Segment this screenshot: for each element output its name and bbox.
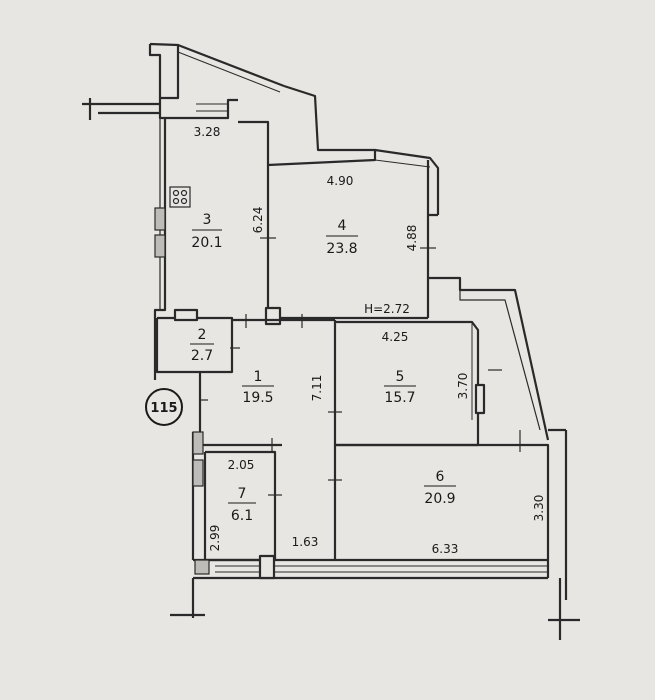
room-1-area: 19.5 xyxy=(242,390,273,406)
room-2-vent xyxy=(173,308,199,322)
dim-r7-length: 2.99 xyxy=(208,525,222,552)
room-5-window xyxy=(474,383,486,415)
room-4-number: 4 xyxy=(338,218,347,234)
room-2-number: 2 xyxy=(198,327,207,343)
dim-r4-length: 4.88 xyxy=(405,225,419,252)
meter-box xyxy=(194,559,210,575)
room-7-area: 6.1 xyxy=(231,508,253,524)
room-6-number: 6 xyxy=(436,469,445,485)
room-3-top-wall xyxy=(158,98,238,120)
dim-r3-width: 3.28 xyxy=(194,125,221,139)
dim-r5-length: 3.70 xyxy=(456,373,470,400)
dimension-ticks xyxy=(200,237,521,496)
balcony-diagonal-wall xyxy=(177,43,285,88)
dim-ceiling-height: H=2.72 xyxy=(364,302,410,316)
room-2-walls xyxy=(155,316,234,374)
room-1-number: 1 xyxy=(254,369,263,385)
dim-r5-width: 4.25 xyxy=(382,330,409,344)
dimension-labels: 3.28 6.24 4.90 4.88 H=2.72 4.25 3.70 7.1… xyxy=(194,125,546,556)
room-5-number: 5 xyxy=(396,369,405,385)
dim-corridor-width: 1.63 xyxy=(292,535,319,549)
room-5-area: 15.7 xyxy=(384,390,415,406)
apartment-number-circle xyxy=(145,388,183,426)
walls xyxy=(82,42,580,640)
balcony-right-wall xyxy=(283,84,375,152)
dim-r1-length: 7.11 xyxy=(310,375,324,402)
burner-1 xyxy=(172,189,180,197)
dim-r6-width: 6.33 xyxy=(432,542,459,556)
burner-3 xyxy=(172,197,180,205)
apartment-number-marker: 115 xyxy=(145,388,183,426)
room-4-area: 23.8 xyxy=(326,241,357,257)
radiator-1 xyxy=(154,207,166,231)
dim-r4-width: 4.90 xyxy=(327,174,354,188)
fixtures xyxy=(154,186,210,575)
room-6-top-right-wall xyxy=(335,443,550,578)
apartment-number: 115 xyxy=(150,401,177,416)
burner-4 xyxy=(180,197,188,205)
room-4-window-line xyxy=(374,159,431,168)
burner-2 xyxy=(180,189,188,197)
room-6-area: 20.9 xyxy=(424,491,455,507)
dim-r6-length: 3.30 xyxy=(532,495,546,522)
balcony-inner-line xyxy=(177,51,281,93)
room-4-top-wall xyxy=(267,148,440,215)
radiator-4 xyxy=(192,459,204,487)
room-3-area: 20.1 xyxy=(191,235,222,251)
room-3-right-top-wall xyxy=(238,120,270,165)
room-3-number: 3 xyxy=(203,212,212,228)
balcony-right-inner xyxy=(459,290,541,431)
radiator-2 xyxy=(154,234,166,258)
stove-icon xyxy=(169,186,191,208)
radiator-3 xyxy=(192,431,204,455)
room-7-number: 7 xyxy=(238,486,247,502)
room-labels: 3 20.1 4 23.8 2 2.7 1 19.5 5 15.7 6 20.9… xyxy=(190,212,456,524)
column-2 xyxy=(258,554,276,580)
dim-r3-length: 6.24 xyxy=(251,207,265,234)
column-1 xyxy=(264,306,282,326)
dim-r7-width: 2.05 xyxy=(228,458,255,472)
room-2-area: 2.7 xyxy=(191,348,213,364)
